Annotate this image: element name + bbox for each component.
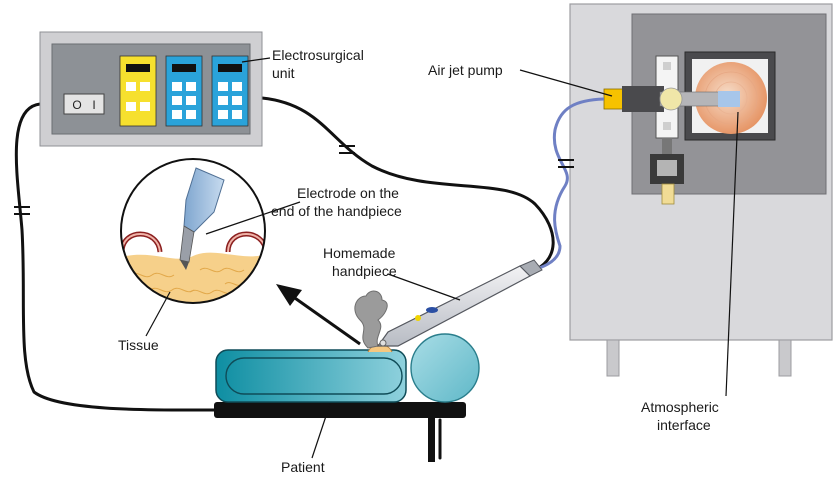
tissue-label: Tissue (118, 337, 159, 353)
leader-lines (145, 57, 739, 459)
panel-button (218, 110, 228, 119)
atmospheric-interface-label-line1: Atmospheric (641, 399, 719, 415)
panel-button (172, 96, 182, 105)
display-screen (172, 64, 196, 72)
return-cable (14, 102, 216, 412)
panel-button (140, 82, 150, 91)
panel-button (186, 82, 196, 91)
air-jet-pump (603, 86, 740, 112)
panel-button (232, 96, 242, 105)
homemade-handpiece (376, 259, 543, 347)
patient-figure (215, 333, 480, 403)
air-jet-pump-label: Air jet pump (428, 62, 503, 78)
atmospheric-interface-cabinet (569, 3, 833, 377)
display-module (165, 55, 203, 127)
patient-label: Patient (281, 459, 325, 475)
electrosurgical-unit: O I (39, 31, 263, 147)
panel-button (140, 102, 150, 111)
valve-bracket (650, 55, 684, 205)
panel-button (232, 110, 242, 119)
atmospheric-interface-label-line2: interface (657, 417, 711, 433)
patient-table (214, 402, 466, 462)
panel-button (218, 96, 228, 105)
magnified-view (120, 158, 266, 304)
switch-off-symbol: O (72, 98, 81, 112)
electrode (179, 167, 225, 270)
panel-button (232, 82, 242, 91)
panel-button (126, 82, 136, 91)
switch-on-symbol: I (92, 98, 95, 112)
display-module (119, 55, 157, 127)
display-screen (218, 64, 242, 72)
gas-tube (519, 97, 605, 274)
panel-button (172, 110, 182, 119)
panel-button (186, 96, 196, 105)
panel-button (186, 110, 196, 119)
active-cable (260, 96, 555, 274)
labels: Electrosurgical unit Air jet pump Electr… (118, 47, 719, 475)
cable-break-marks (14, 145, 355, 215)
display-module (211, 55, 249, 127)
handpiece-label-line1: Homemade (323, 245, 396, 261)
electrode-label-line2: end of the handpiece (271, 203, 402, 219)
power-switch: O I (63, 93, 105, 115)
panel-button (218, 82, 228, 91)
display-panels (119, 55, 249, 127)
magnify-arrow (276, 284, 361, 346)
electrosurgical-unit-label-line1: Electrosurgical (272, 47, 364, 63)
electrode-label-line1: Electrode on the (297, 185, 399, 201)
electrosurgical-unit-label-line2: unit (272, 65, 295, 81)
display-screen (126, 64, 150, 72)
gas-tube-break (558, 159, 574, 168)
handpiece-label-line2: handpiece (332, 263, 397, 279)
panel-button (172, 82, 182, 91)
smoke-plume (354, 290, 388, 349)
panel-button (126, 102, 136, 111)
cables (14, 96, 555, 460)
